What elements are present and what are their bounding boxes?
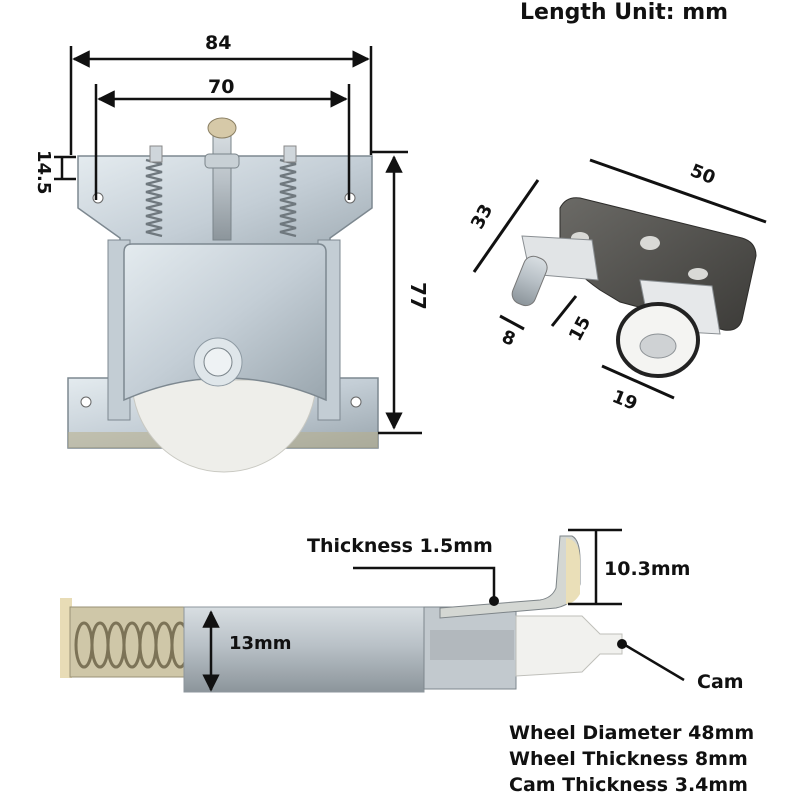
body-height-callout: 13mm xyxy=(229,633,292,654)
spec-list: Wheel Diameter 48mm Wheel Thickness 8mm … xyxy=(509,720,754,798)
dimension-hole-spacing: 70 xyxy=(208,76,235,98)
dimension-outer-width: 84 xyxy=(205,32,232,54)
cam-callout: Cam xyxy=(697,671,744,693)
spec-cam-thickness: Cam Thickness 3.4mm xyxy=(509,774,748,796)
side-dimension-lines xyxy=(202,528,685,692)
perspective-dimension-lines xyxy=(472,158,767,400)
thickness-callout: Thickness 1.5mm xyxy=(307,535,493,557)
perspective-view-roller xyxy=(511,197,757,378)
spec-wheel-diameter: Wheel Diameter 48mm xyxy=(509,722,755,744)
side-view-roller xyxy=(60,535,623,693)
spec-wheel-thickness: Wheel Thickness 8mm xyxy=(509,748,748,770)
bracket-height-callout: 10.3mm xyxy=(604,558,691,580)
dimension-height: 77 xyxy=(406,282,430,310)
front-view-roller xyxy=(67,117,379,473)
dimension-flange-height: 14.5 xyxy=(33,150,54,195)
front-dimension-lines xyxy=(54,46,422,435)
unit-title: Length Unit: mm xyxy=(520,0,729,25)
